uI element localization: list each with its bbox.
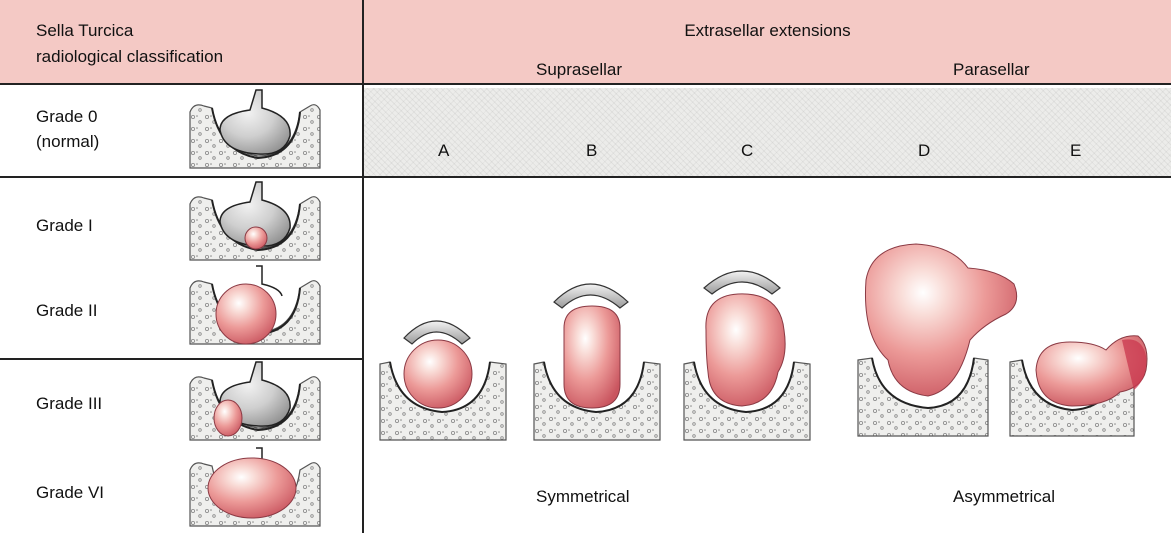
extension-a-illustration <box>380 321 506 440</box>
extension-e-illustration <box>1010 336 1147 436</box>
extension-c-illustration <box>684 271 810 440</box>
extension-b-illustration <box>534 284 660 440</box>
extension-d-illustration <box>858 244 1017 436</box>
